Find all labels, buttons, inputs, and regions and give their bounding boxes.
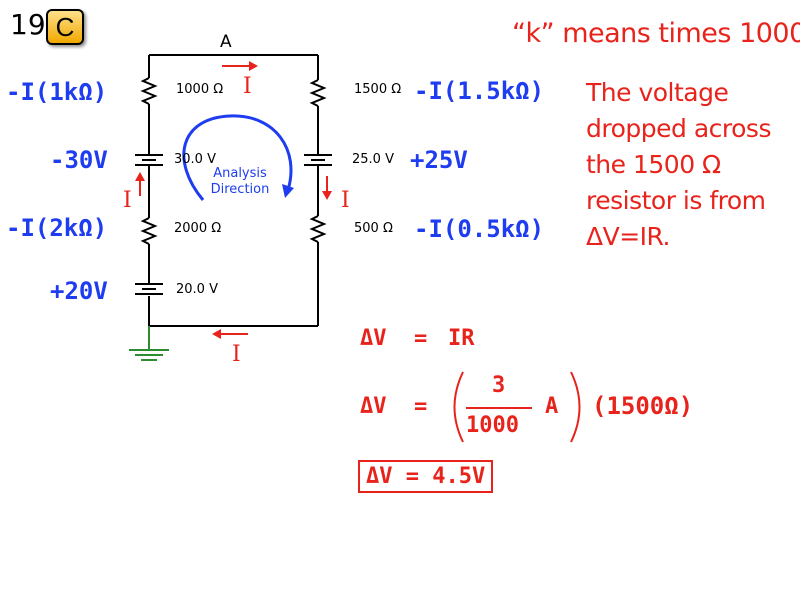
analysis-arrowhead-icon [282, 184, 294, 198]
answer-badge: C [46, 9, 84, 45]
paren-left [453, 371, 464, 443]
eq2-equals: = [414, 394, 428, 419]
analysis-direction-label: Analysis Direction [210, 166, 270, 197]
resistor-1500 [309, 79, 327, 107]
paren-right [570, 371, 581, 443]
eq2-denominator: 1000 [466, 413, 519, 438]
node-a-label: A [220, 32, 232, 52]
note-k-means-1000: “k” means times 1000 [512, 18, 800, 49]
eq1-equals: = [414, 326, 428, 351]
eq1-rhs: IR [448, 326, 475, 351]
term-v30: -30V [50, 146, 108, 174]
analysis-direction-arrow [182, 114, 293, 201]
result-box: ΔV = 4.5V [358, 460, 494, 493]
resistor-1000 [140, 77, 158, 105]
term-r2k: -I(2kΩ) [6, 214, 108, 242]
term-r1k: -I(1kΩ) [6, 78, 108, 106]
current-label-top: I [243, 74, 252, 99]
current-label-left: I [123, 188, 132, 213]
eq2-numerator: 3 [492, 373, 506, 398]
term-v20: +20V [50, 277, 108, 305]
term-v25: +25V [410, 146, 468, 174]
r1500-label: 1500 Ω [354, 82, 402, 97]
bat20-label: 20.0 V [176, 282, 218, 297]
resistor-2000 [140, 217, 158, 245]
term-r05k: -I(0.5kΩ) [414, 215, 545, 243]
eq2-unit: A [545, 394, 559, 419]
current-label-right: I [341, 188, 350, 213]
ground-icon [129, 326, 169, 361]
r1000-label: 1000 Ω [176, 82, 224, 97]
bat30-label: 30.0 V [174, 152, 216, 167]
resistor-500 [309, 215, 327, 243]
slide-number: 19 [10, 8, 46, 41]
r2000-label: 2000 Ω [174, 221, 222, 236]
bat25-label: 25.0 V [352, 152, 394, 167]
r500-label: 500 Ω [354, 221, 393, 236]
term-r15k: -I(1.5kΩ) [414, 77, 545, 105]
eq1-lhs: ΔV [360, 326, 387, 351]
current-label-bottom: I [232, 342, 241, 367]
eq2-resistance: (1500Ω) [592, 392, 694, 420]
explanation-text: The voltage dropped across the 1500 Ω re… [586, 78, 771, 251]
eq2-lhs: ΔV [360, 394, 387, 419]
